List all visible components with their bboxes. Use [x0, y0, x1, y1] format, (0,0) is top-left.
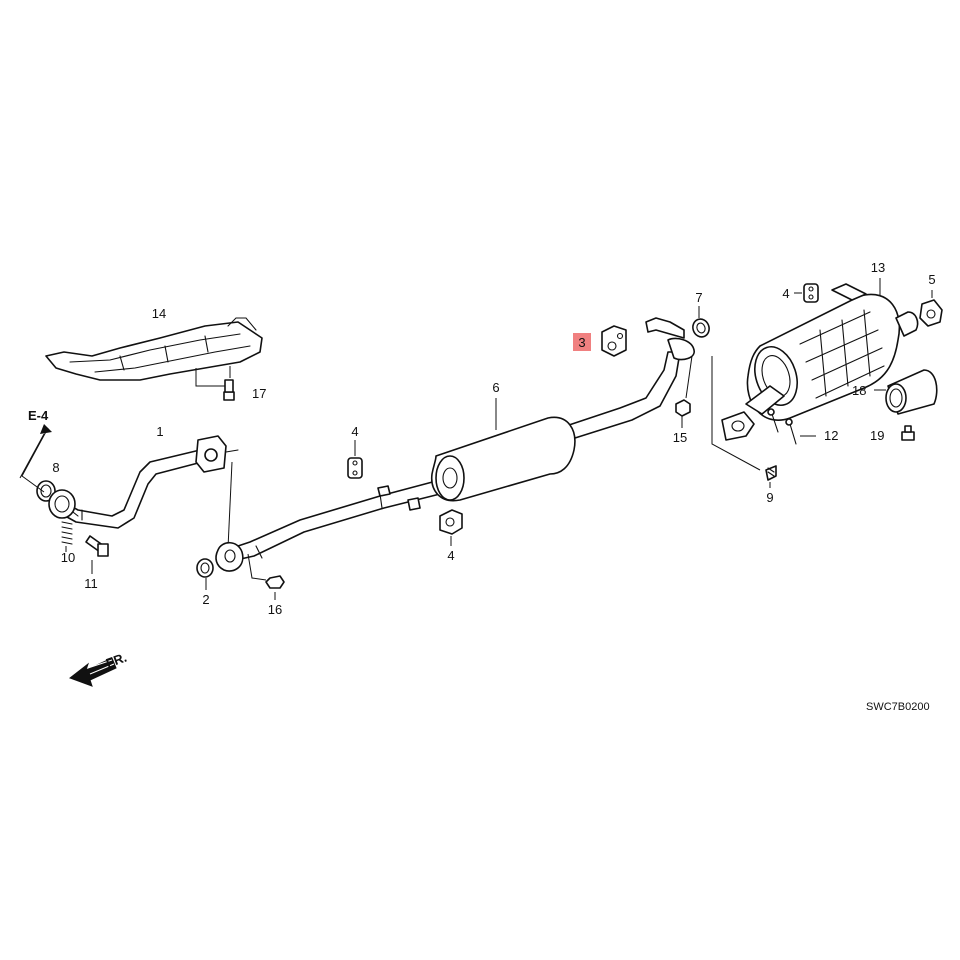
- callout-17[interactable]: 17: [252, 386, 266, 401]
- callout-15[interactable]: 15: [673, 430, 687, 445]
- front-direction-arrow: [68, 657, 117, 687]
- rubber-mount-part-5[interactable]: [919, 290, 943, 327]
- callout-16[interactable]: 16: [268, 602, 282, 617]
- gasket-part-7[interactable]: [690, 306, 711, 339]
- bolt-part-19[interactable]: [901, 425, 915, 441]
- rubber-mount-part-4-upper[interactable]: [347, 440, 363, 479]
- bolt-part-11[interactable]: [85, 535, 109, 574]
- callout-1[interactable]: 1: [156, 424, 163, 439]
- callout-6[interactable]: 6: [492, 380, 499, 395]
- callout-8[interactable]: 8: [52, 460, 59, 475]
- callout-9[interactable]: 9: [766, 490, 773, 505]
- callout-18[interactable]: 18: [852, 383, 866, 398]
- callout-4-rear[interactable]: 4: [782, 286, 789, 301]
- center-pipe-part-6[interactable]: [215, 317, 695, 572]
- callout-19[interactable]: 19: [870, 428, 884, 443]
- callout-14[interactable]: 14: [152, 306, 166, 321]
- callout-10[interactable]: 10: [61, 550, 75, 565]
- bolt-part-17[interactable]: [223, 366, 235, 401]
- leader-part-2: [227, 461, 233, 549]
- bolt-part-9[interactable]: [765, 465, 777, 488]
- front-flange: [48, 489, 76, 519]
- callout-5[interactable]: 5: [928, 272, 935, 287]
- callout-11[interactable]: 11: [84, 576, 98, 591]
- bolt-part-12[interactable]: [767, 408, 816, 445]
- section-reference-e4: [19, 424, 52, 493]
- callout-2[interactable]: 2: [202, 592, 209, 607]
- rubber-mount-part-4-lower[interactable]: [439, 509, 463, 546]
- callout-13[interactable]: 13: [871, 260, 885, 275]
- finisher-part-18[interactable]: [874, 369, 938, 415]
- heat-shield-part-14[interactable]: [45, 317, 263, 387]
- front-direction-label: FR.: [104, 650, 129, 671]
- gasket-part-2[interactable]: [196, 558, 214, 590]
- highlight-box-part-3: [573, 333, 591, 351]
- spring-part-10[interactable]: [61, 521, 73, 552]
- callout-4-lower[interactable]: 4: [447, 548, 454, 563]
- callout-3[interactable]: 3: [578, 335, 585, 350]
- diagram-code: SWC7B0200: [866, 701, 930, 713]
- callout-7[interactable]: 7: [695, 290, 702, 305]
- rubber-mount-part-3[interactable]: [601, 325, 627, 357]
- nut-part-15[interactable]: [675, 355, 693, 428]
- nut-part-16[interactable]: [247, 553, 285, 600]
- rubber-mount-part-4-rear[interactable]: [794, 283, 819, 303]
- callout-4-upper[interactable]: 4: [351, 424, 358, 439]
- section-ref-label[interactable]: E-4: [28, 408, 49, 423]
- muffler-part-13[interactable]: [711, 278, 919, 471]
- callout-12[interactable]: 12: [824, 428, 838, 443]
- front-pipe-part-1[interactable]: [57, 435, 239, 529]
